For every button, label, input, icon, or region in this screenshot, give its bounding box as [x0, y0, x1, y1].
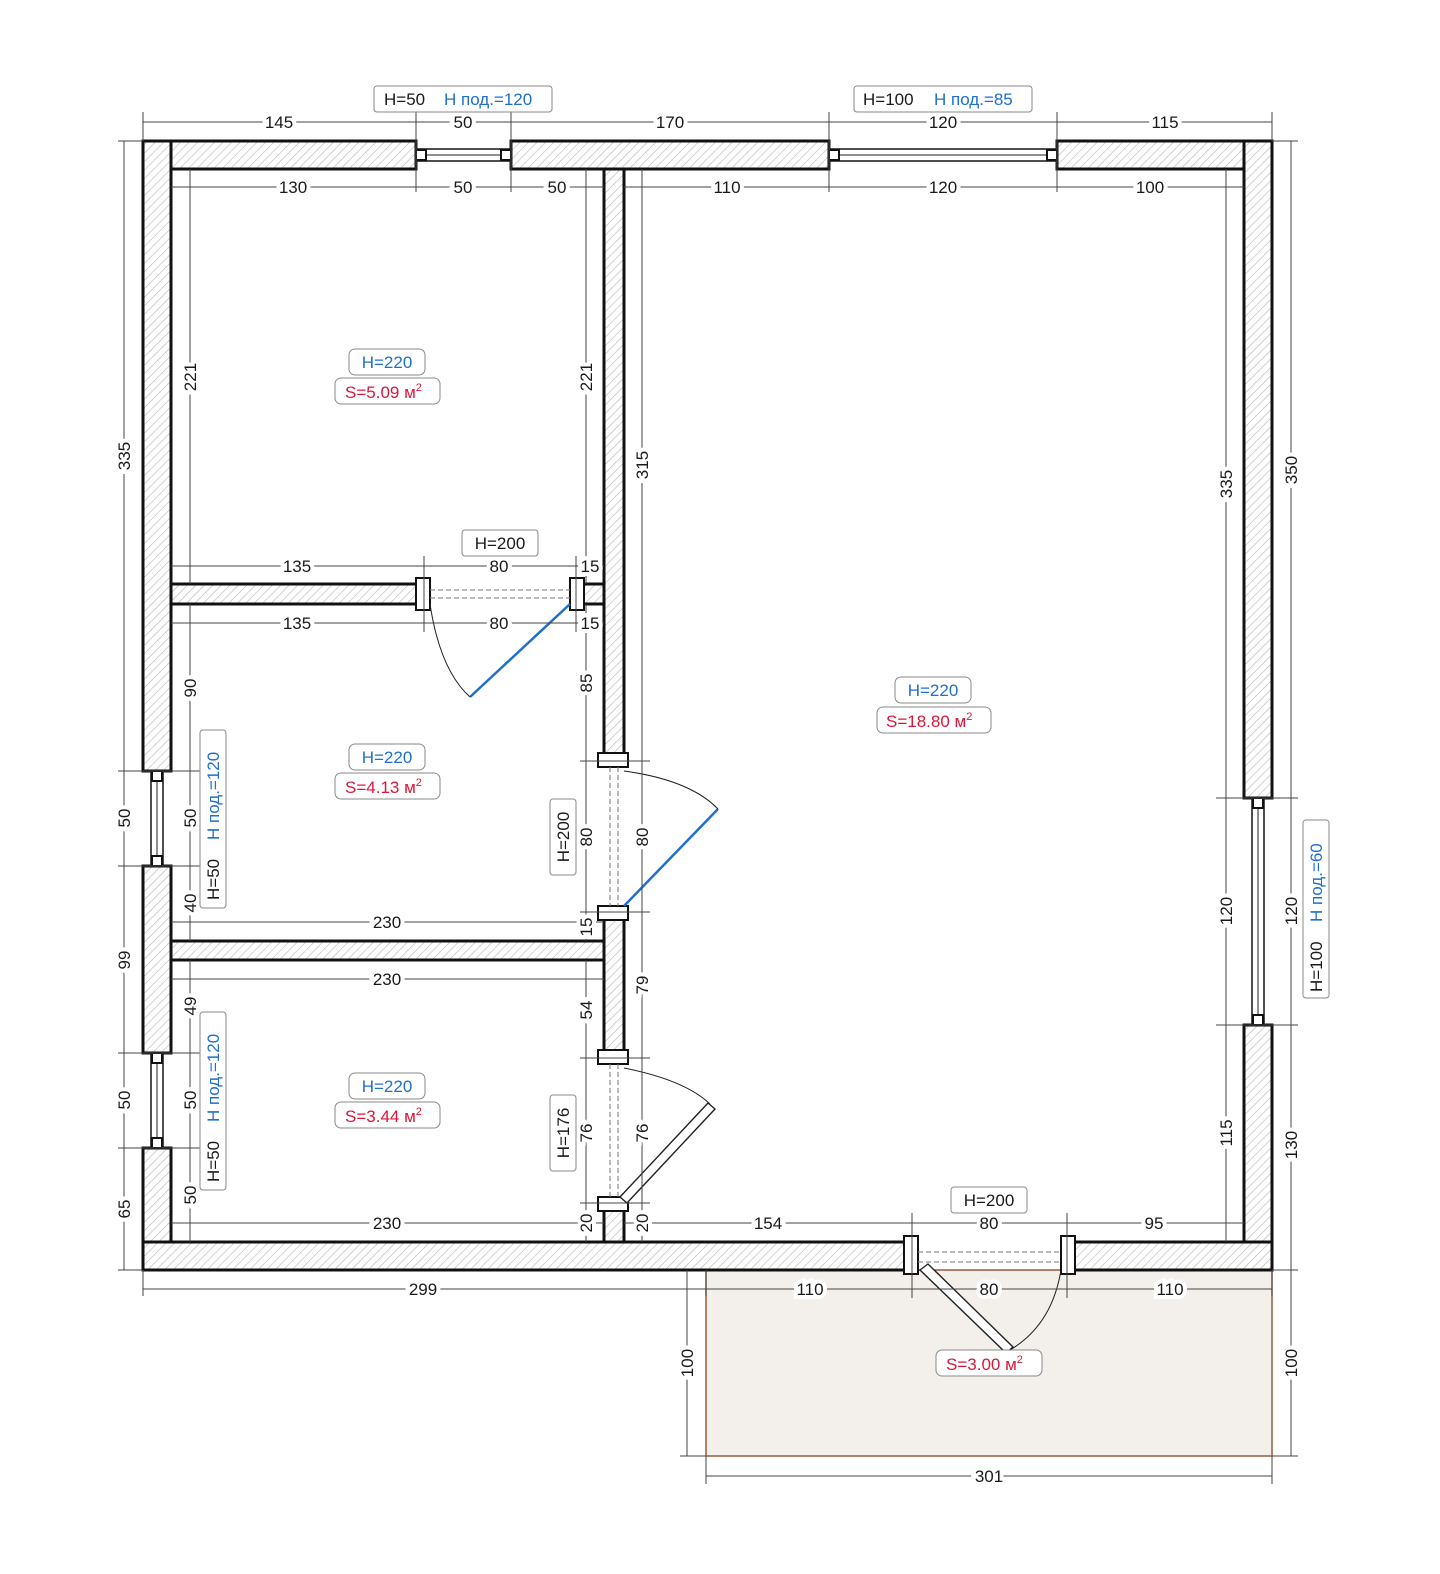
dim-inner-50a: 50 — [454, 178, 473, 197]
dim-d1-135a: 135 — [283, 557, 311, 576]
dim-r2-right-85: 85 — [577, 674, 596, 693]
door-2-height: H=200 — [554, 812, 573, 863]
dim-bal-100l: 100 — [678, 1349, 697, 1377]
dim-br-335: 335 — [1217, 470, 1236, 498]
dim-r3-bottom: 230 — [373, 1214, 401, 1233]
dim-bo-299: 299 — [409, 1280, 437, 1299]
dim-r3-right-54: 54 — [577, 1001, 596, 1020]
door-3-height: H=176 — [554, 1108, 573, 1159]
dim-r3-right-20: 20 — [577, 1214, 596, 1233]
dim-ro-130: 130 — [1282, 1131, 1301, 1159]
dim-d1-80a: 80 — [490, 557, 509, 576]
dim-room1-left: 221 — [181, 363, 200, 391]
balcony-area: S=3.00 м2 — [946, 1354, 1023, 1374]
dim-bal-100r: 100 — [1282, 1349, 1301, 1377]
dim-bb-80: 80 — [980, 1214, 999, 1233]
dim-c-315: 315 — [633, 451, 652, 479]
room-1-height: H=220 — [362, 353, 413, 372]
dim-lo-99: 99 — [115, 951, 134, 970]
dimension-lines — [118, 112, 1298, 1484]
dim-bal-80: 80 — [980, 1280, 999, 1299]
dim-r3-left-50b: 50 — [181, 1186, 200, 1205]
dim-inner-50b: 50 — [548, 178, 567, 197]
room-1-area: S=5.09 м2 — [345, 382, 422, 402]
dim-bb-95: 95 — [1145, 1214, 1164, 1233]
dim-inner-120: 120 — [929, 178, 957, 197]
room-2-area: S=4.13 м2 — [345, 777, 422, 797]
window-2-height: H=100 — [863, 90, 914, 109]
dim-d1-80b: 80 — [490, 614, 509, 633]
dim-top-50: 50 — [454, 113, 473, 132]
room-3-height: H=220 — [362, 1077, 413, 1096]
dim-r3-right-76: 76 — [577, 1124, 596, 1143]
door-symbols — [415, 577, 1076, 1354]
dim-bal-110b: 110 — [1156, 1280, 1183, 1299]
dim-lo-65: 65 — [115, 1200, 134, 1219]
dim-d1-15b: 15 — [581, 614, 600, 633]
window-1-sill: H под.=120 — [444, 90, 532, 109]
window-1-height: H=50 — [384, 90, 425, 109]
dim-c-76: 76 — [633, 1124, 652, 1143]
dim-lo-50b: 50 — [115, 1091, 134, 1110]
dimension-values: 145 50 170 120 115 130 50 50 110 120 100… — [111, 109, 1305, 1490]
dim-r3-left-50a: 50 — [181, 1091, 200, 1110]
dim-r3-left-49: 49 — [181, 997, 200, 1016]
dim-top-115: 115 — [1151, 113, 1178, 132]
door-labels: H=200 H=200 H=176 H=200 — [461, 529, 1028, 1214]
window-5-height: H=100 — [1307, 941, 1326, 992]
dim-lo-50a: 50 — [115, 809, 134, 828]
dim-top-120: 120 — [929, 113, 957, 132]
dim-ro-120: 120 — [1282, 897, 1301, 925]
door-1-height: H=200 — [475, 534, 526, 553]
walls — [141, 139, 1274, 1272]
room-labels: H=220 S=5.09 м2 H=220 S=4.13 м2 H=220 S=… — [334, 348, 1043, 1377]
dim-r2-right-80: 80 — [577, 828, 596, 847]
window-3-sill: H под.=120 — [204, 752, 223, 840]
door-4-height: H=200 — [964, 1191, 1015, 1210]
dim-top-145: 145 — [265, 113, 293, 132]
room-2-height: H=220 — [362, 748, 413, 767]
dim-r2-left-90: 90 — [181, 679, 200, 698]
dim-r2-left-50: 50 — [181, 809, 200, 828]
dim-bb-154: 154 — [754, 1214, 782, 1233]
dim-inner-110: 110 — [713, 178, 740, 197]
dim-bal-301: 301 — [975, 1467, 1003, 1486]
room-3-area: S=3.44 м2 — [345, 1106, 422, 1126]
dim-r2-left-40: 40 — [181, 894, 200, 913]
window-labels: H=50 H под.=120 H=100 H под.=85 H=50 H п… — [199, 85, 1330, 1191]
dim-top-170: 170 — [656, 113, 684, 132]
dim-ro-350: 350 — [1282, 456, 1301, 484]
window-4-sill: H под.=120 — [204, 1034, 223, 1122]
dim-r3-top: 230 — [373, 970, 401, 989]
dim-bal-110a: 110 — [796, 1280, 823, 1299]
dim-inner-100: 100 — [1136, 178, 1164, 197]
window-2-sill: H под.=85 — [934, 90, 1013, 109]
room-4-height: H=220 — [908, 681, 959, 700]
dim-lo-335: 335 — [115, 442, 134, 470]
dim-d1-135b: 135 — [283, 614, 311, 633]
window-4-height: H=50 — [204, 1141, 223, 1182]
dim-c-80: 80 — [633, 828, 652, 847]
dim-br-115: 115 — [1217, 1119, 1236, 1146]
dim-r2-right-15: 15 — [577, 918, 596, 937]
window-symbols — [150, 148, 1265, 1149]
dim-c-79: 79 — [633, 976, 652, 995]
window-5-sill: H под.=60 — [1307, 843, 1326, 922]
dim-d1-15a: 15 — [581, 557, 600, 576]
window-3-height: H=50 — [204, 859, 223, 900]
dim-room1-right: 221 — [577, 363, 596, 391]
dim-c-20: 20 — [633, 1214, 652, 1233]
dim-r2-bottom: 230 — [373, 913, 401, 932]
room-4-area: S=18.80 м2 — [886, 711, 972, 731]
dim-inner-130: 130 — [279, 178, 307, 197]
dim-br-120: 120 — [1217, 897, 1236, 925]
